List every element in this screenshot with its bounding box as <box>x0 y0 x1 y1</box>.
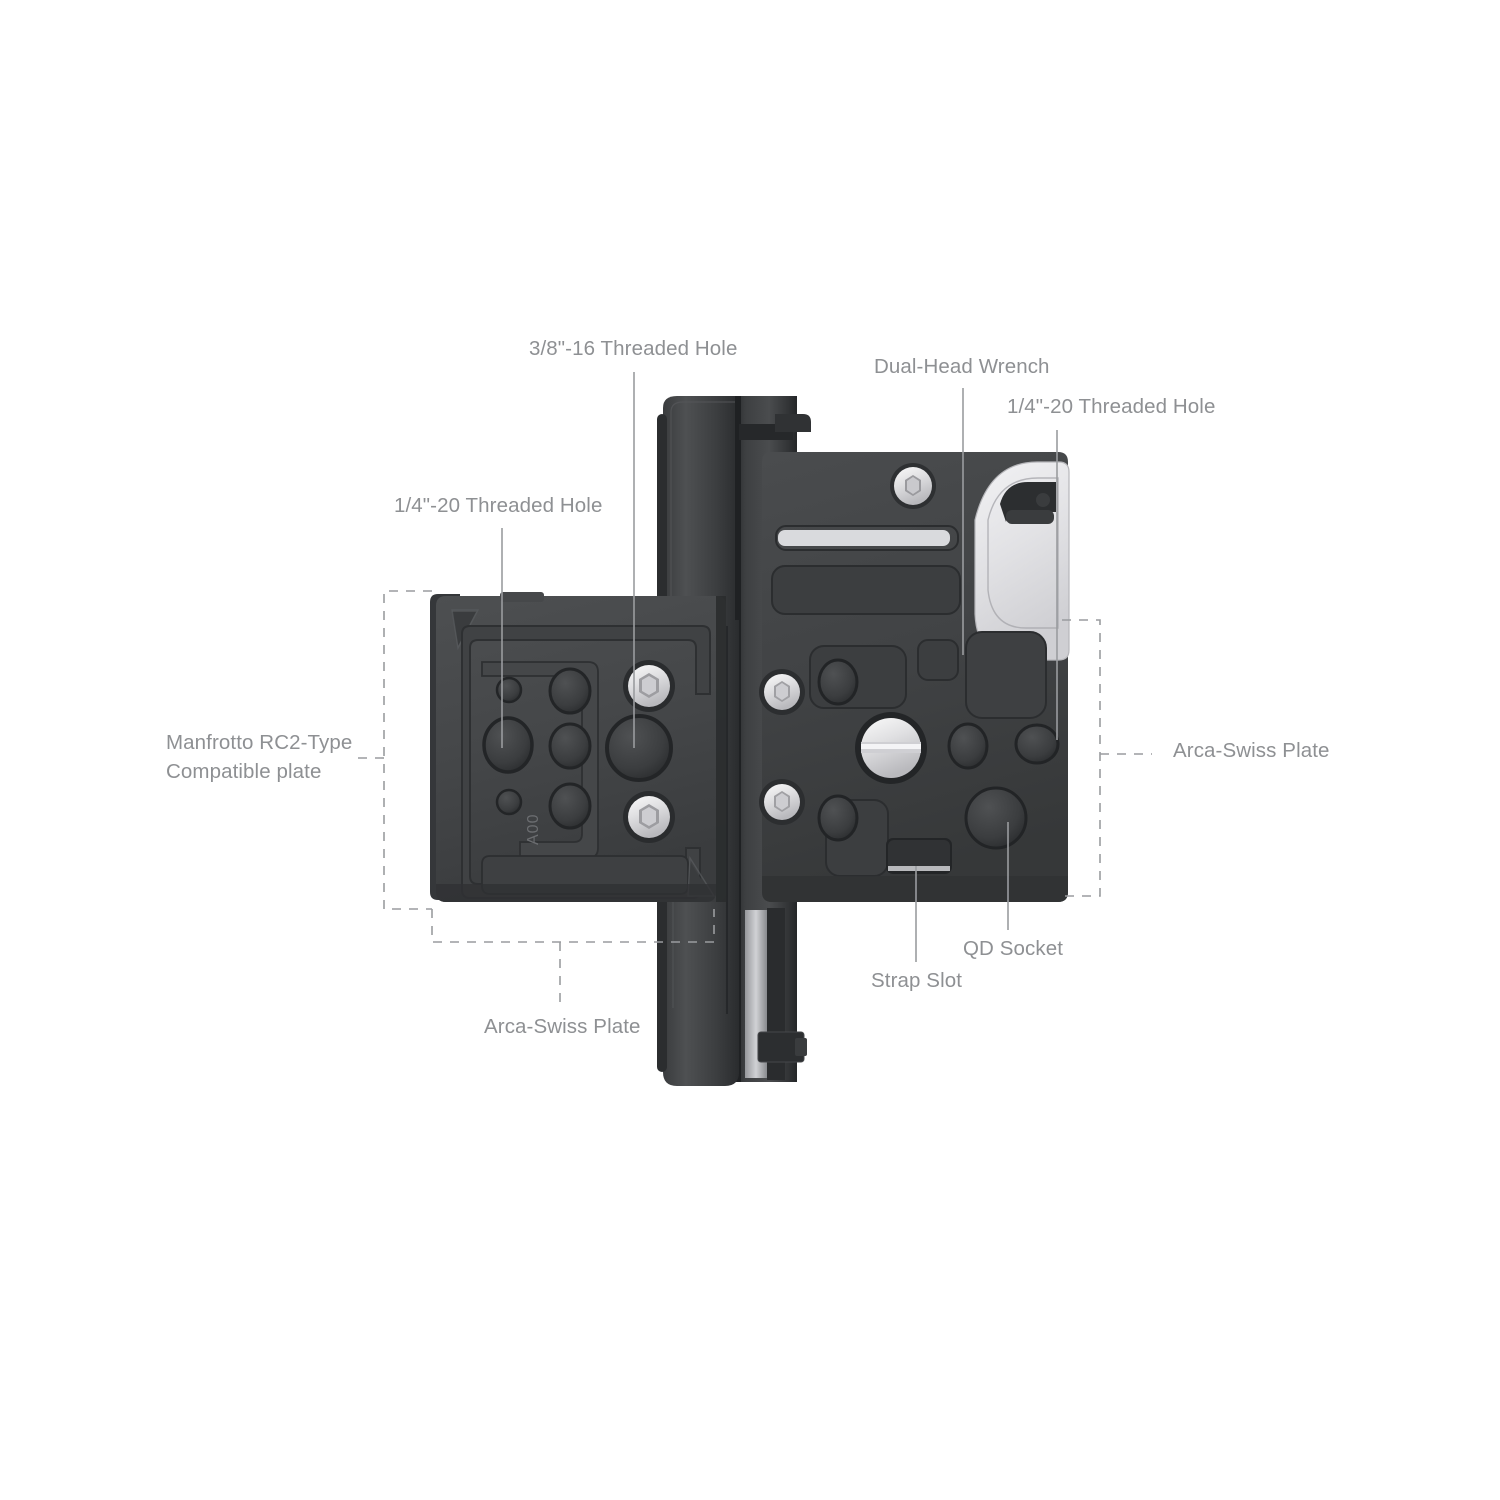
label-manfrotto-line1: Manfrotto RC2-Type <box>166 731 353 754</box>
label-manfrotto-line2: Compatible plate <box>166 760 322 783</box>
label-threaded-14-20-left: 1/4"-20 Threaded Hole <box>394 494 603 517</box>
label-dual-head-wrench: Dual-Head Wrench <box>874 355 1050 378</box>
label-arca-swiss-bottom: Arca-Swiss Plate <box>484 1015 641 1038</box>
label-threaded-38-16: 3/8"-16 Threaded Hole <box>529 337 738 360</box>
label-threaded-14-20-right: 1/4"-20 Threaded Hole <box>1007 395 1216 418</box>
label-manfrotto-plate: Manfrotto RC2-Type Compatible plate <box>166 728 396 786</box>
dashbox-arca-right <box>1062 619 1101 897</box>
dashbox-manfrotto <box>383 590 432 910</box>
label-arca-swiss-right: Arca-Swiss Plate <box>1173 739 1330 762</box>
label-strap-slot: Strap Slot <box>871 969 963 992</box>
engraving-a00: A00 <box>525 814 542 845</box>
dashbox-arca-bottom <box>431 909 715 943</box>
arca-swiss-right-plate <box>759 452 1070 902</box>
manfrotto-rc2-plate: A00 <box>430 592 726 902</box>
three-eighths-hole <box>605 714 673 782</box>
leader-lines <box>501 372 1058 962</box>
dashed-boxes <box>352 590 1152 1008</box>
qd-socket-hole <box>964 786 1028 850</box>
label-qd-socket: QD Socket <box>963 937 1064 960</box>
quarter-twenty-hole-left <box>482 716 534 774</box>
